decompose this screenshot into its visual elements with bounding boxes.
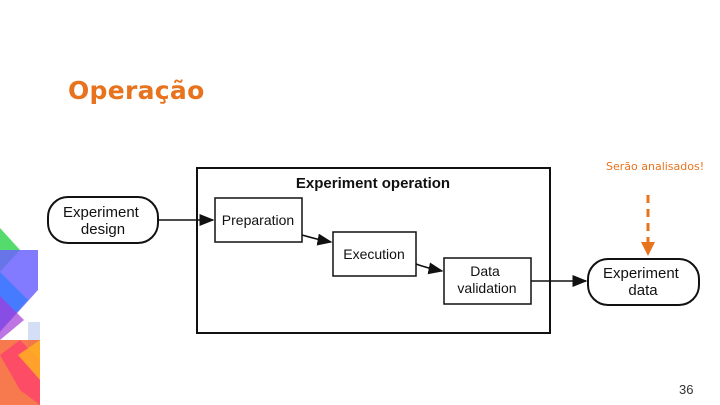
- experiment-design-line-2: design: [81, 221, 125, 238]
- data-validation-line-2: validation: [457, 280, 516, 296]
- node-execution-label: Execution: [343, 246, 404, 262]
- data-validation-line-1: Data: [470, 263, 500, 279]
- experiment-data-line-1: Experiment: [603, 265, 680, 282]
- page-number: 36: [679, 382, 693, 397]
- node-preparation-label: Preparation: [222, 212, 294, 228]
- outer-box-title: Experiment operation: [296, 175, 450, 192]
- annotation-arrowhead: [641, 242, 655, 256]
- experiment-data-line-2: data: [628, 282, 658, 299]
- experiment-design-line-1: Experiment: [63, 204, 140, 221]
